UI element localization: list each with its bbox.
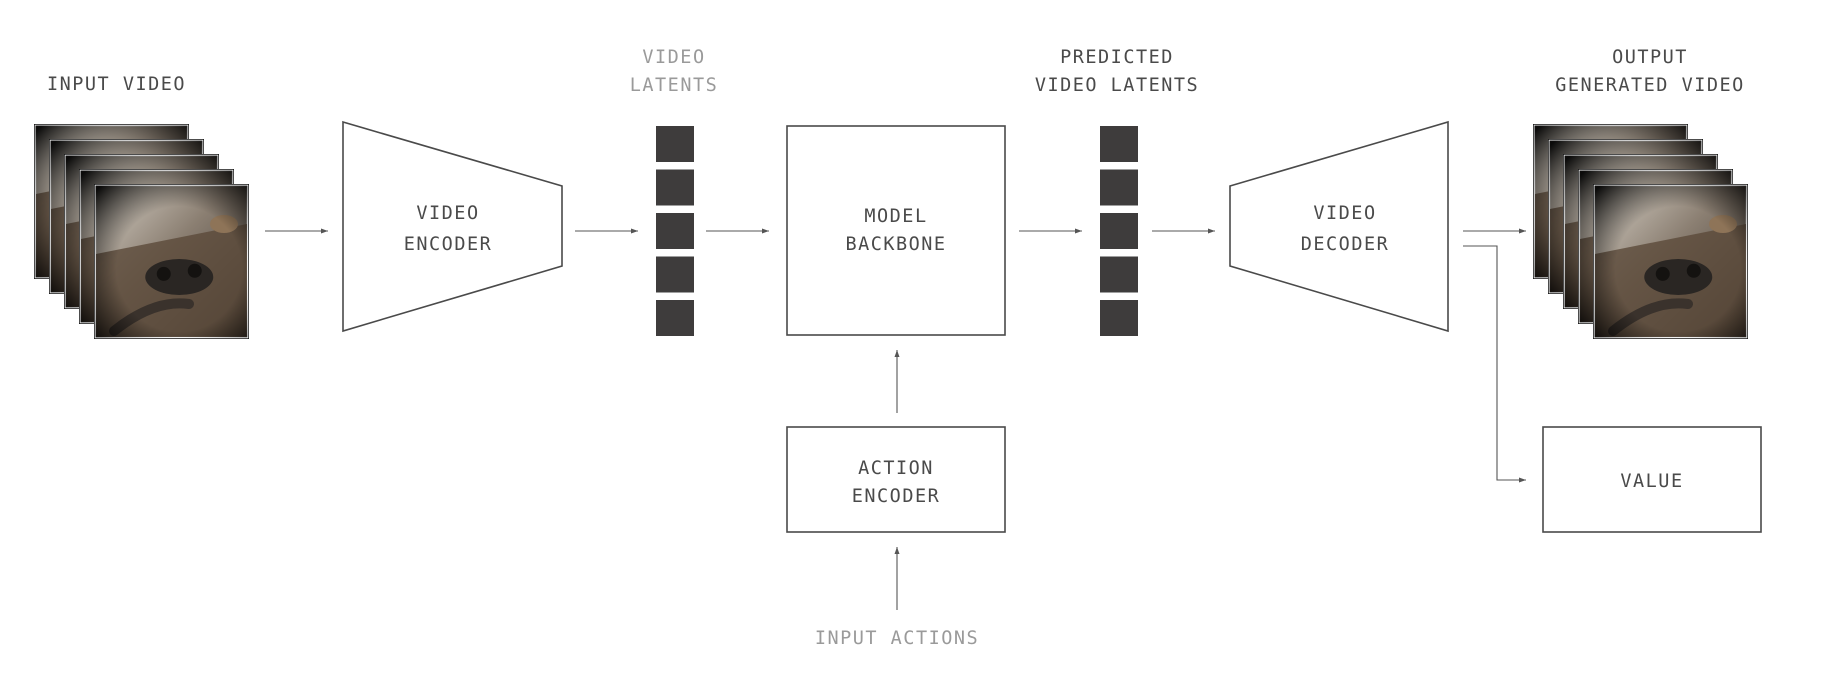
- model-backbone-label-line2: BACKBONE: [845, 234, 946, 255]
- arrow-decoder-to-value: [1463, 245, 1526, 483]
- video-latent-block: [656, 126, 694, 162]
- predicted-latent-block: [1100, 126, 1138, 162]
- input-actions-label: INPUT ACTIONS: [815, 628, 979, 649]
- video-latent-block: [656, 213, 694, 249]
- video-decoder: VIDEO DECODER: [1229, 120, 1449, 333]
- input-video-label: INPUT VIDEO: [47, 74, 186, 95]
- video-latents-label-line1: VIDEO: [642, 47, 705, 68]
- model-backbone-label-line1: MODEL: [864, 206, 927, 227]
- video-decoder-label-line1: VIDEO: [1313, 203, 1376, 224]
- predicted-latents-label-line1: PREDICTED: [1060, 47, 1174, 68]
- value-box: [1542, 426, 1762, 533]
- video-encoder-label-line1: VIDEO: [416, 203, 479, 224]
- video-decoder-label-line2: DECODER: [1301, 234, 1389, 255]
- video-latent-block: [656, 169, 694, 206]
- video-decoder-shape: [1229, 120, 1449, 333]
- video-encoder: VIDEO ENCODER: [342, 120, 563, 333]
- video-latent-block: [656, 256, 694, 293]
- action-encoder-box: [786, 426, 1006, 533]
- video-latents-stack: [656, 126, 694, 336]
- value-label: VALUE: [1620, 471, 1683, 492]
- predicted-latents-label-line2: VIDEO LATENTS: [1035, 75, 1199, 96]
- predicted-latent-block: [1100, 169, 1138, 206]
- output-video-label-line1: OUTPUT: [1612, 47, 1688, 68]
- video-encoder-shape: [342, 120, 563, 333]
- output-video-label-line2: GENERATED VIDEO: [1555, 75, 1745, 96]
- output-video-frames: [1533, 124, 1748, 339]
- action-encoder-label-line2: ENCODER: [852, 486, 940, 507]
- video-encoder-label-line2: ENCODER: [404, 234, 492, 255]
- action-encoder: ACTION ENCODER: [786, 426, 1006, 533]
- input-video-frames: [34, 124, 249, 339]
- input-video-frame: [94, 184, 249, 339]
- model-backbone: MODEL BACKBONE: [786, 125, 1006, 336]
- predicted-latents-stack: [1100, 126, 1138, 336]
- predicted-latent-block: [1100, 300, 1138, 336]
- predicted-latent-block: [1100, 256, 1138, 293]
- predicted-latent-block: [1100, 213, 1138, 249]
- video-latents-label-line2: LATENTS: [630, 75, 718, 96]
- video-latent-block: [656, 300, 694, 336]
- model-backbone-box: [786, 125, 1006, 336]
- output-video-frame: [1593, 184, 1748, 339]
- value-output: VALUE: [1542, 426, 1762, 533]
- action-encoder-label-line1: ACTION: [858, 458, 934, 479]
